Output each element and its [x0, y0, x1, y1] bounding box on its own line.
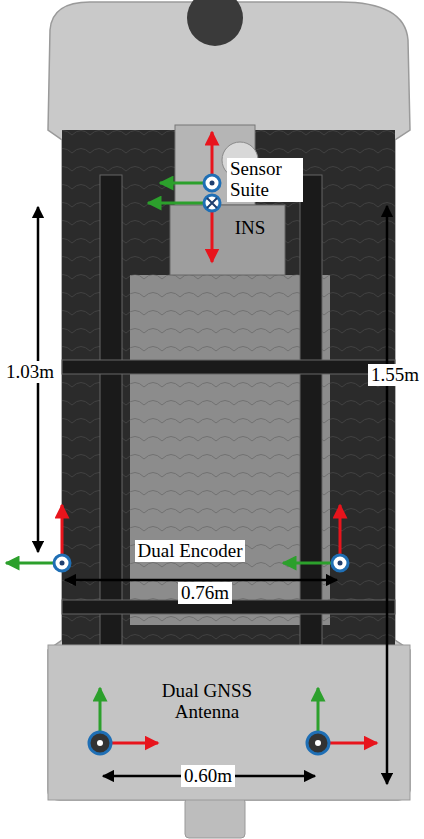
- part-label: Dual Encoder: [135, 540, 246, 563]
- frame-origins: [54, 175, 348, 754]
- dimension-label: 0.60m: [181, 765, 235, 788]
- part-label: Dual GNSS Antenna: [157, 681, 257, 723]
- part-label: INS: [235, 218, 266, 239]
- dimension-label: 0.76m: [178, 582, 232, 605]
- vehicle-body: [48, 0, 410, 838]
- dimension-lines: [38, 206, 387, 784]
- coordinate-frames: [6, 132, 377, 743]
- dimension-label: 1.55m: [368, 364, 422, 387]
- part-label: Sensor Suite: [227, 158, 303, 202]
- dimension-label: 1.03m: [3, 361, 57, 384]
